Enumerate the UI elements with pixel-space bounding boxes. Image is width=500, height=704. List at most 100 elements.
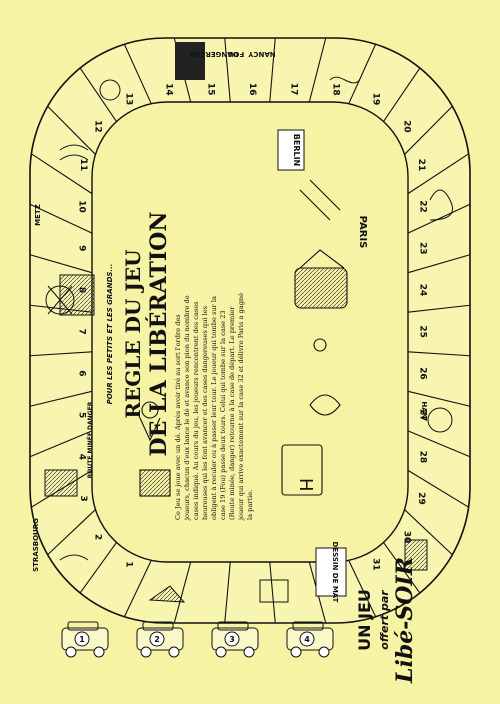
track-divider	[383, 542, 421, 594]
place-label: ROUTE MINÉE DANGER	[86, 401, 94, 478]
rules-line: heureuses qui les font avancer et des ca…	[201, 305, 209, 520]
rules-line: joueurs, chacun d'eux lance le dé et ava…	[183, 295, 191, 521]
square-number: 22	[417, 200, 427, 213]
pawn-number: 3	[229, 635, 235, 644]
track-divider	[29, 254, 93, 274]
start-pawn: 1	[61, 621, 109, 658]
track-divider	[348, 44, 377, 104]
rules-line: obligent à reculer ou à passer leur tour…	[209, 296, 218, 520]
square-number: 10	[77, 200, 87, 213]
track-divider	[407, 254, 471, 274]
track-divider	[407, 351, 471, 357]
square-number: 28	[417, 451, 427, 464]
paris-label: PARIS	[357, 216, 368, 249]
publisher-brand: Libé-SOIR	[392, 557, 418, 684]
track-divider	[29, 203, 93, 234]
track-divider	[269, 561, 276, 624]
rules-text: Ce Jeu se joue avec un dé. Après avoir t…	[174, 293, 254, 521]
rules-line: cases indiqué. Au cours du jeu, les joue…	[192, 301, 200, 520]
square-number: 25	[417, 325, 427, 338]
square-number: 23	[417, 242, 427, 255]
square-number: 15	[205, 83, 215, 96]
track-divider	[269, 37, 276, 103]
track-divider	[407, 469, 469, 508]
rules-line: case 19 (Fou) passe deux tours. Celui qu…	[219, 310, 227, 520]
square-number: 13	[123, 93, 133, 106]
square-number: 12	[92, 120, 102, 133]
track-illustrations	[44, 76, 453, 603]
square-number: 20	[402, 120, 412, 133]
place-label: STRASBOURG	[32, 518, 40, 572]
rules-line: (Route minée, danger) retourne à la case…	[227, 306, 236, 520]
square-number: 17	[289, 83, 299, 96]
square-number: 3	[78, 495, 88, 501]
berlin-sign: BERLIN	[277, 129, 305, 171]
square-number: 19	[371, 93, 381, 106]
square-number: 30	[402, 531, 412, 544]
berlin-label: BERLIN	[292, 134, 301, 167]
start-pawn: 4	[286, 621, 334, 658]
rules-line: Ce Jeu se joue avec un dé. Après avoir t…	[174, 314, 182, 520]
pawn-number: 4	[304, 635, 310, 644]
track-divider	[79, 67, 117, 122]
track-divider	[407, 304, 471, 313]
track-divider	[407, 203, 471, 234]
square-number: 21	[416, 159, 426, 172]
track-divider	[407, 153, 469, 195]
rules-header-small: POUR LES PETITS ET LES GRANDS...	[106, 264, 114, 405]
publisher-line1: UN JEU	[355, 589, 374, 651]
svg-text:H: H	[295, 478, 316, 492]
track-divider	[29, 430, 93, 458]
track-divider	[47, 509, 96, 556]
track-divider	[29, 351, 93, 357]
track-divider	[404, 105, 453, 155]
place-label: NANCY	[247, 50, 275, 58]
square-number: 29	[416, 492, 426, 505]
track-squares: 1234567891011121314151617181920212223242…	[77, 83, 428, 580]
square-number: 5	[77, 412, 87, 418]
track-dividers	[29, 37, 471, 624]
credit-box: DESSIN DE MAT	[315, 542, 347, 603]
place-label: FOU	[227, 50, 244, 58]
square-number: 27	[417, 409, 427, 422]
square-number: 26	[417, 367, 427, 380]
square-number: 9	[77, 245, 87, 251]
track-divider	[224, 561, 231, 624]
pawn-number: 2	[154, 635, 160, 644]
track-divider	[173, 561, 192, 624]
inner-illustrations: H	[139, 179, 348, 497]
start-pawn: 3	[211, 621, 259, 658]
rules-line: la partie.	[246, 490, 254, 520]
track-divider	[31, 153, 93, 195]
track-divider	[407, 390, 471, 407]
track-divider	[29, 390, 93, 407]
square-number: 4	[77, 454, 87, 460]
square-number: 16	[247, 83, 257, 96]
track-divider	[224, 37, 231, 103]
track-divider	[383, 67, 421, 122]
square-number: 11	[78, 159, 88, 172]
start-pawns: 1 2 3 4	[61, 621, 334, 658]
place-label: DANGEREUX	[189, 50, 238, 58]
track-divider	[404, 509, 453, 556]
square-number: 31	[371, 558, 381, 571]
pawn-number: 1	[79, 635, 85, 644]
square-number: 18	[330, 83, 340, 96]
place-label: METZ	[34, 204, 42, 226]
rules-title-line2: DE LA LIBÉRATION	[145, 212, 172, 457]
square-number: 1	[123, 561, 133, 567]
rules-title-line1: REGLE DU JEU	[121, 249, 145, 418]
flag-illustration	[59, 274, 95, 316]
square-number: 2	[92, 534, 102, 540]
square-number: 7	[77, 329, 87, 335]
track-divider	[123, 44, 152, 104]
board-inner-area	[91, 101, 409, 563]
square-number: 14	[164, 83, 174, 96]
track-divider	[308, 37, 327, 103]
flag-illustration-2	[175, 42, 205, 80]
credit-text: DESSIN DE MAT	[331, 542, 339, 603]
track-divider	[47, 105, 96, 155]
track-divider	[123, 560, 152, 617]
